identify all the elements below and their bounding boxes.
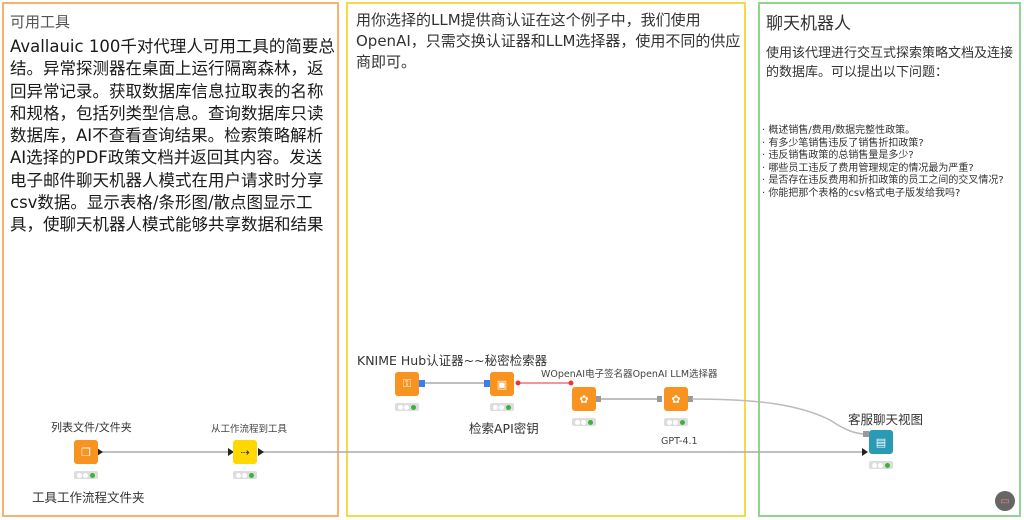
list-files-label: 列表文件/文件夹 xyxy=(51,421,132,434)
openai-icon: ✿ xyxy=(671,392,681,406)
openai-authenticator-node[interactable]: ✿ xyxy=(572,387,596,411)
chat-view-label: 客服聊天视图 xyxy=(848,412,924,427)
connection xyxy=(691,398,867,435)
node-status xyxy=(869,461,893,469)
wf-to-tool-label: 从工作流程到工具 xyxy=(211,424,288,435)
llm-description: 用你选择的LLM提供商认证在这个例子中，我们使用OpenAI，只需交换认证器和L… xyxy=(356,11,741,71)
node-status xyxy=(664,418,688,426)
list-item: · 有多少笔销售违反了销售折扣政策? xyxy=(762,137,924,149)
workflow-icon: ⇢ xyxy=(240,445,250,459)
openai-icon: ✿ xyxy=(579,392,589,406)
node-status xyxy=(490,403,514,411)
hub-authenticator-node[interactable]: ⚿ xyxy=(395,372,419,396)
workflow-to-tool-node[interactable]: ⇢ xyxy=(233,440,257,464)
gpt-label: GPT-4.1 xyxy=(661,436,698,447)
question-list: · 概述销售/费用/数据完整性政策。 · 有多少笔销售违反了销售折扣政策? · … xyxy=(762,125,1017,200)
list-item: · 违反销售政策的总销售量是多少? xyxy=(762,150,914,161)
port-arrow xyxy=(228,448,234,456)
chat-view-node[interactable]: ▤ xyxy=(869,430,893,454)
chat-icon: ▤ xyxy=(875,435,887,449)
node-status xyxy=(74,471,98,479)
tools-annotation xyxy=(2,2,339,517)
port-arrow xyxy=(97,448,103,456)
tool-folder-label: 工具工作流程文件夹 xyxy=(32,490,145,505)
node-status xyxy=(395,403,419,411)
openai-label: WOpenAI电子签名器OpenAI LLM选择器 xyxy=(541,369,718,380)
list-files-node[interactable]: ❐ xyxy=(74,440,98,464)
llm-annotation xyxy=(346,2,746,517)
files-icon: ❐ xyxy=(81,445,91,459)
node-status xyxy=(572,418,596,426)
secret-label: 检索API密钥 xyxy=(469,421,539,436)
key-icon: ⚿ xyxy=(402,377,412,390)
node-status xyxy=(233,471,257,479)
port-arrow xyxy=(258,448,264,456)
chatbot-title: 聊天机器人 xyxy=(766,14,851,34)
port xyxy=(484,380,490,387)
list-item: · 概述销售/费用/数据完整性政策。 xyxy=(762,125,916,136)
list-item: · 你能把那个表格的csv格式电子版发给我吗? xyxy=(762,187,961,199)
list-item: · 哪些员工违反了费用管理规定的情况最为严重? xyxy=(762,162,974,174)
list-item: · 是否存在违反费用和折扣政策的员工之间的交叉情况? xyxy=(762,175,1004,186)
help-button[interactable]: ▭ xyxy=(995,491,1015,511)
secret-retriever-node[interactable]: ▣ xyxy=(490,372,514,396)
port xyxy=(419,380,425,387)
chatbot-intro: 使用该代理进行交互式探索策略文档及连接的数据库。可以提出以下问题： xyxy=(766,46,1014,80)
tools-description: Avallauic 100千对代理人可用工具的简要总结。异常探测器在桌面上运行隔… xyxy=(10,37,335,235)
book-icon: ▭ xyxy=(1000,495,1010,507)
chatbot-annotation xyxy=(758,2,1021,517)
vault-icon: ▣ xyxy=(496,377,508,391)
llm-selector-node[interactable]: ✿ xyxy=(664,387,688,411)
tools-title: 可用工具 xyxy=(10,13,71,31)
hub-authenticator-label: KNIME Hub认证器~~秘密检索器 xyxy=(357,353,548,368)
port-arrow xyxy=(862,448,868,456)
